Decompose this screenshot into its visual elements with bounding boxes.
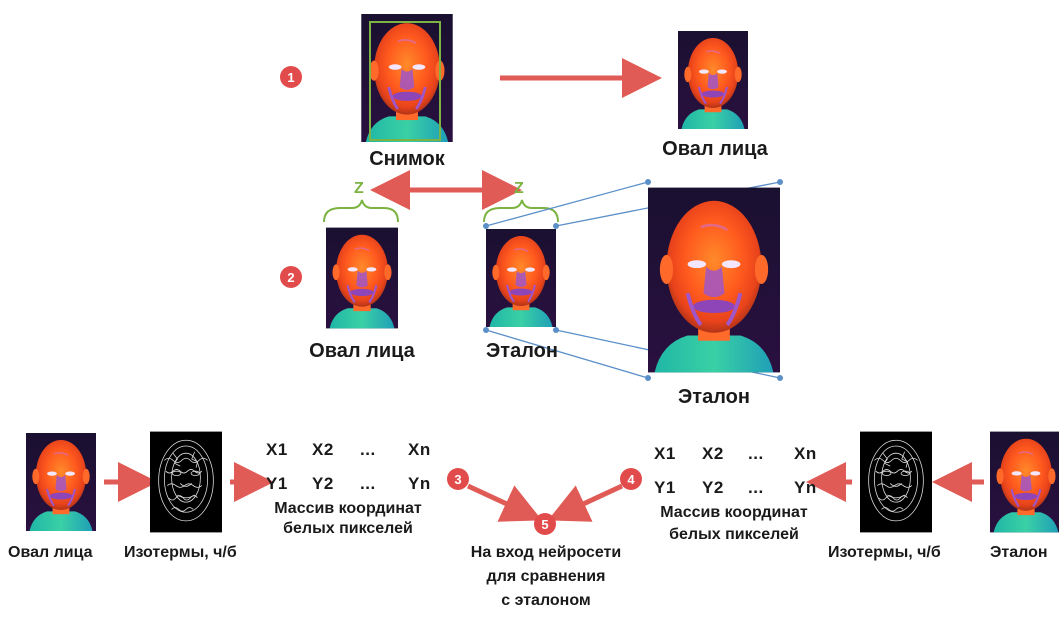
coord-y2: Y2 (312, 474, 334, 494)
coord-y1: Y1 (654, 478, 676, 498)
coord-x2: X2 (702, 444, 724, 464)
coord-yn: Yn (408, 474, 431, 494)
face-oval-label-mid: Овал лица (290, 340, 434, 363)
coord-xn: Xn (794, 444, 817, 464)
isotherm-label-left: Изотермы, ч/б (124, 544, 237, 562)
snapshot-label: Снимок (322, 148, 492, 171)
z-label-left: Z (354, 180, 364, 198)
coord-x-ellipsis: ... (748, 444, 764, 464)
etalon-label-mid: Эталон (474, 340, 570, 363)
etalon-label-large: Эталон (654, 386, 774, 409)
coord-yn: Yn (794, 478, 817, 498)
etalon-image-mid (486, 229, 556, 327)
step-badge-1: 1 (280, 66, 302, 88)
face-oval-label-top: Овал лица (640, 138, 790, 161)
arrow-4-to-5 (566, 486, 622, 512)
array-label-left-1: Массив координат (250, 500, 446, 518)
coord-y-ellipsis: ... (360, 474, 376, 494)
nn-input-label-3: с эталоном (436, 592, 656, 610)
face-oval-image-bottom (26, 433, 96, 531)
coord-y2: Y2 (702, 478, 724, 498)
step-badge-3: 3 (447, 468, 469, 490)
isotherm-image-left (150, 432, 222, 533)
array-label-right-1: Массив координат (634, 504, 834, 522)
coord-x1: X1 (654, 444, 676, 464)
face-oval-image-top (678, 31, 748, 129)
isotherm-image-right (860, 432, 932, 533)
etalon-image-bottom (990, 432, 1059, 533)
array-label-right-2: белых пикселей (634, 526, 834, 544)
z-label-right: Z (514, 180, 524, 198)
etalon-image-large (648, 188, 780, 373)
coord-xn: Xn (408, 440, 431, 460)
face-oval-label-bottom: Овал лица (8, 544, 93, 562)
nn-input-label-1: На вход нейросети (436, 544, 656, 562)
step-badge-5: 5 (534, 513, 556, 535)
isotherm-label-right: Изотермы, ч/б (828, 544, 941, 562)
arrow-3-to-5 (468, 486, 524, 512)
array-label-left-2: белых пикселей (250, 520, 446, 538)
step-badge-4: 4 (620, 468, 642, 490)
step-badge-2: 2 (280, 266, 302, 288)
coord-y-ellipsis: ... (748, 478, 764, 498)
face-oval-image-mid (326, 228, 398, 329)
nn-input-label-2: для сравнения (436, 568, 656, 586)
coord-x-ellipsis: ... (360, 440, 376, 460)
curly-brace-icon (484, 200, 558, 222)
snapshot-image (361, 14, 452, 142)
etalon-label-bottom: Эталон (990, 544, 1048, 562)
coord-x1: X1 (266, 440, 288, 460)
coord-x2: X2 (312, 440, 334, 460)
coord-y1: Y1 (266, 474, 288, 494)
curly-brace-icon (324, 200, 398, 222)
